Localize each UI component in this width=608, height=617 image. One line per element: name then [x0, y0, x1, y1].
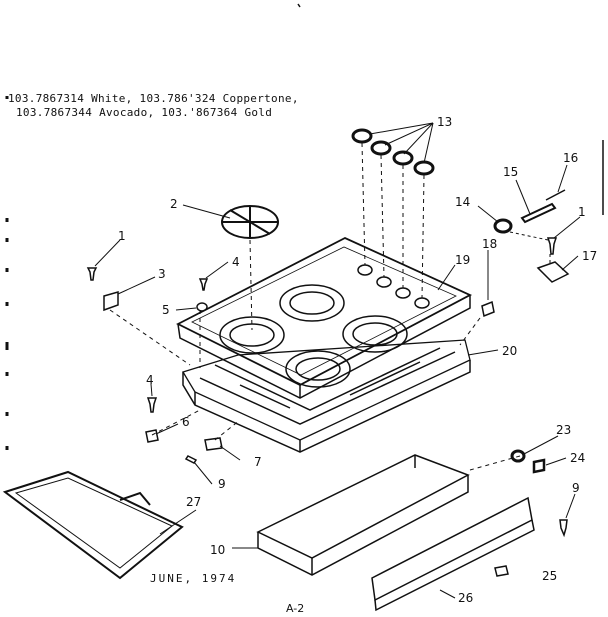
callout-16: 16	[563, 151, 578, 165]
part-16	[545, 189, 566, 201]
nut-6	[145, 429, 159, 443]
part-14	[493, 218, 513, 234]
callout-2: 2	[170, 197, 178, 211]
callout-25: 25	[542, 569, 557, 583]
callout-23: 23	[556, 423, 571, 437]
callout-4: 4	[232, 255, 240, 269]
callout-6: 6	[182, 415, 190, 429]
callout-9-right: 9	[572, 481, 580, 495]
callout-1: 1	[118, 229, 126, 243]
screw-9-right	[559, 519, 568, 538]
callout-24: 24	[570, 451, 585, 465]
knob-rings	[351, 128, 435, 176]
drip-tray-27	[2, 470, 184, 580]
part-23	[510, 449, 526, 463]
callout-19: 19	[455, 253, 470, 267]
part-24	[532, 458, 546, 474]
part-15	[520, 202, 557, 224]
washer-5	[196, 302, 208, 312]
screw-4-upper	[198, 278, 209, 291]
top-mark	[297, 3, 301, 8]
part-25	[494, 565, 509, 577]
cooktop-top	[176, 236, 473, 399]
leader-lines	[94, 122, 581, 599]
callout-10: 10	[210, 543, 225, 557]
screw-1-right	[546, 237, 558, 255]
callout-7: 7	[254, 455, 262, 469]
burner-grate	[221, 205, 279, 239]
callout-5: 5	[162, 303, 170, 317]
callout-13: 13	[437, 115, 452, 129]
callout-3: 3	[158, 267, 166, 281]
callout-20: 20	[502, 344, 517, 358]
callout-14: 14	[455, 195, 470, 209]
diagram-date: JUNE, 1974	[150, 572, 236, 585]
alignment-lines	[109, 142, 521, 471]
screw-4-lower	[146, 397, 158, 413]
callout-17: 17	[582, 249, 597, 263]
callout-15: 15	[503, 165, 518, 179]
front-panel-26	[371, 496, 535, 612]
callout-1-right: 1	[578, 205, 586, 219]
burner-box-frame	[182, 339, 471, 453]
bracket-17	[536, 261, 570, 283]
model-list-line-1: 103.7867314 White, 103.786'324 Copperton…	[8, 92, 299, 105]
bracket-3	[103, 291, 119, 312]
callout-9: 9	[218, 477, 226, 491]
callout-numbers: 1 2 3 4 5 4 6 7 9 10 13 14 15 16 1 17 18…	[118, 115, 597, 605]
footer-labels: JUNE, 1974 A-2	[150, 572, 304, 615]
callout-27: 27	[186, 495, 201, 509]
callout-26: 26	[458, 591, 473, 605]
burner-rings	[219, 284, 408, 388]
callout-18: 18	[482, 237, 497, 251]
screw-1-left	[86, 267, 98, 281]
page-number: A-2	[286, 602, 304, 615]
callout-4b: 4	[146, 373, 154, 387]
screw-9-left	[184, 455, 198, 464]
channel-10	[256, 454, 470, 576]
part-18	[481, 300, 495, 318]
clip-7	[204, 437, 223, 451]
model-list-line-2: 103.7867344 Avocado, 103.'867364 Gold	[16, 106, 273, 119]
